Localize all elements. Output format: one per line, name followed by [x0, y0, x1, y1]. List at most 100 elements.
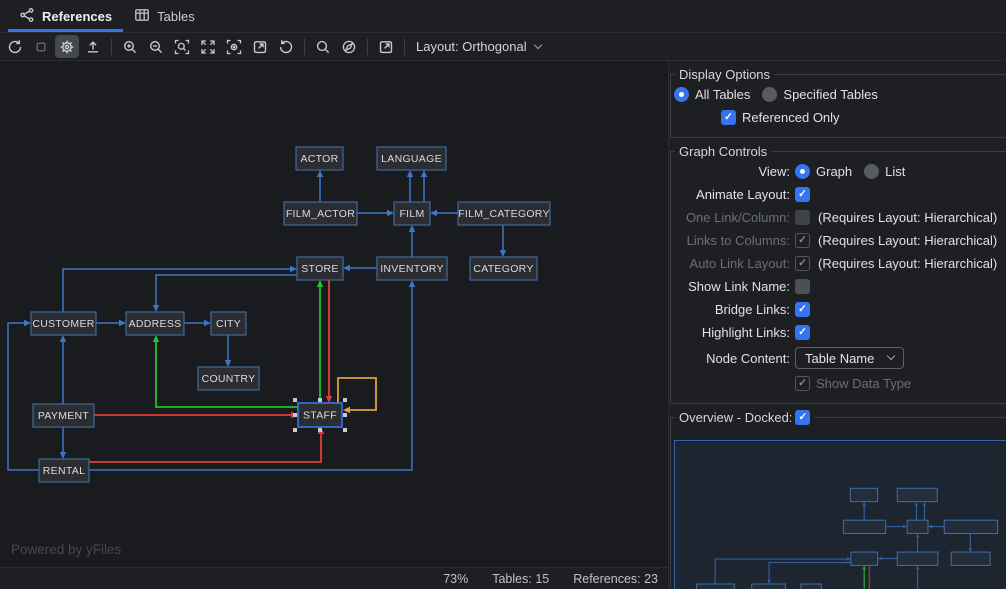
settings-button[interactable] [55, 35, 79, 58]
graph-canvas[interactable]: ACTOR LANGUAGE FILM_ACTOR FILM FILM_CATEGORY… [0, 61, 668, 567]
highlight-links-checkbox[interactable]: ✓ [795, 325, 810, 340]
graph-node-category [951, 552, 990, 565]
edge-rental-staff[interactable] [89, 434, 321, 462]
zoom-in-button[interactable] [118, 35, 142, 58]
selection-handle[interactable] [293, 398, 297, 402]
overview-minimap[interactable] [674, 440, 1006, 589]
edge-arrowhead [847, 557, 851, 561]
edge-arrowhead [407, 170, 413, 177]
focus-view-button[interactable] [222, 35, 246, 58]
tab-tables[interactable]: Tables [123, 0, 206, 32]
graph-node-film_category [944, 520, 997, 533]
all-tables-radio[interactable] [674, 87, 689, 102]
node-content-dropdown[interactable]: Table Name [795, 347, 904, 369]
edge-arrowhead [153, 305, 159, 312]
bridge-links-checkbox[interactable]: ✓ [795, 302, 810, 317]
open-in-new-window-button[interactable] [248, 35, 272, 58]
graph-node-film [907, 520, 928, 533]
graph-node-film[interactable]: FILM [394, 202, 430, 225]
edge-arrowhead [24, 320, 31, 326]
graph-node-store[interactable]: STORE [297, 257, 343, 280]
one-link-checkbox: ✓ [795, 210, 810, 225]
tab-bar: References Tables [0, 0, 1006, 33]
graph-node-payment[interactable]: PAYMENT [33, 404, 94, 427]
graph-node-staff[interactable]: STAFF [298, 403, 342, 427]
edge-arrowhead [915, 502, 919, 506]
graph-node-store [851, 552, 878, 565]
layout-dropdown[interactable]: Layout: Orthogonal [416, 39, 541, 54]
edge-staff-staff[interactable] [338, 378, 376, 410]
edge-arrowhead [916, 565, 920, 569]
show-link-name-checkbox[interactable]: ✓ [795, 279, 810, 294]
search-button[interactable] [311, 35, 335, 58]
toolbar-separator [304, 38, 305, 55]
graph-node-film_category[interactable]: FILM_CATEGORY [458, 202, 550, 225]
referenced-only-checkbox[interactable]: ✓ [721, 110, 736, 125]
graph-node-category[interactable]: CATEGORY [470, 257, 537, 280]
zoom-to-selection-button[interactable] [170, 35, 194, 58]
graph-controls-legend: Graph Controls [675, 144, 771, 159]
node-label: STORE [301, 263, 338, 275]
selection-handle[interactable] [318, 428, 322, 432]
edge-arrowhead [409, 280, 415, 287]
overview-group: Overview - Docked: ✓ [670, 410, 1006, 589]
relayout-button[interactable] [274, 35, 298, 58]
edge-arrowhead [317, 280, 323, 287]
fit-content-button[interactable] [196, 35, 220, 58]
edge-rental-customer[interactable] [8, 323, 39, 470]
selection-handle[interactable] [343, 398, 347, 402]
table-grid-icon [134, 7, 150, 26]
node-label: INVENTORY [380, 263, 444, 275]
view-list-radio[interactable] [864, 164, 879, 179]
graph-node-rental[interactable]: RENTAL [39, 459, 89, 482]
references-graph-icon [19, 7, 35, 26]
zoom-level: 73% [443, 572, 468, 586]
refresh-button[interactable] [3, 35, 27, 58]
graph-node-language[interactable]: LANGUAGE [377, 147, 446, 170]
edge-arrowhead [430, 210, 437, 216]
node-label: FILM_ACTOR [286, 208, 355, 220]
overview-docked-checkbox[interactable]: ✓ [795, 410, 810, 425]
graph-controls-group: Graph Controls View: Graph List Animate … [670, 144, 1006, 404]
graph-node-customer[interactable]: CUSTOMER [31, 312, 96, 335]
stop-button[interactable] [29, 35, 53, 58]
edge-arrowhead [387, 210, 394, 216]
node-label: CUSTOMER [32, 318, 94, 330]
edge-arrowhead [878, 557, 882, 561]
edge-store-address[interactable] [156, 275, 297, 305]
zoom-out-button[interactable] [144, 35, 168, 58]
show-data-type-label: Show Data Type [816, 376, 911, 391]
edge-arrowhead [343, 265, 350, 271]
export-button[interactable] [81, 35, 105, 58]
graph-node-inventory[interactable]: INVENTORY [377, 257, 447, 280]
navigate-button[interactable] [337, 35, 361, 58]
links-to-columns-label: Links to Columns: [673, 233, 790, 248]
selection-handle[interactable] [293, 428, 297, 432]
one-link-label: One Link/Column: [673, 210, 790, 225]
edge-arrowhead [204, 320, 211, 326]
open-in-window-button[interactable] [374, 35, 398, 58]
references-graph[interactable]: ACTOR LANGUAGE FILM_ACTOR FILM FILM_CATEGORY… [0, 61, 668, 567]
show-data-type-checkbox: ✓ [795, 376, 810, 391]
graph-node-actor[interactable]: ACTOR [296, 147, 343, 170]
tables-count: Tables: 15 [492, 572, 549, 586]
highlight-links-label: Highlight Links: [673, 325, 790, 340]
graph-node-city[interactable]: CITY [211, 312, 246, 335]
selection-handle[interactable] [343, 428, 347, 432]
display-options-group: Display Options All Tables Specified Tab… [670, 67, 1006, 138]
specified-tables-radio[interactable] [762, 87, 777, 102]
edge-store-address [769, 563, 851, 580]
selection-handle[interactable] [293, 413, 297, 417]
graph-node-country[interactable]: COUNTRY [198, 367, 259, 390]
node-label: ADDRESS [129, 318, 182, 330]
edge-arrowhead [969, 548, 973, 552]
selection-handle[interactable] [343, 413, 347, 417]
selection-handle[interactable] [318, 398, 322, 402]
tab-references[interactable]: References [8, 0, 123, 32]
overview-minimap-graph[interactable] [675, 441, 1006, 589]
animate-layout-checkbox[interactable]: ✓ [795, 187, 810, 202]
view-graph-radio[interactable] [795, 164, 810, 179]
graph-node-address[interactable]: ADDRESS [126, 312, 184, 335]
graph-node-film_actor[interactable]: FILM_ACTOR [284, 202, 357, 225]
edge-arrowhead [290, 266, 297, 272]
